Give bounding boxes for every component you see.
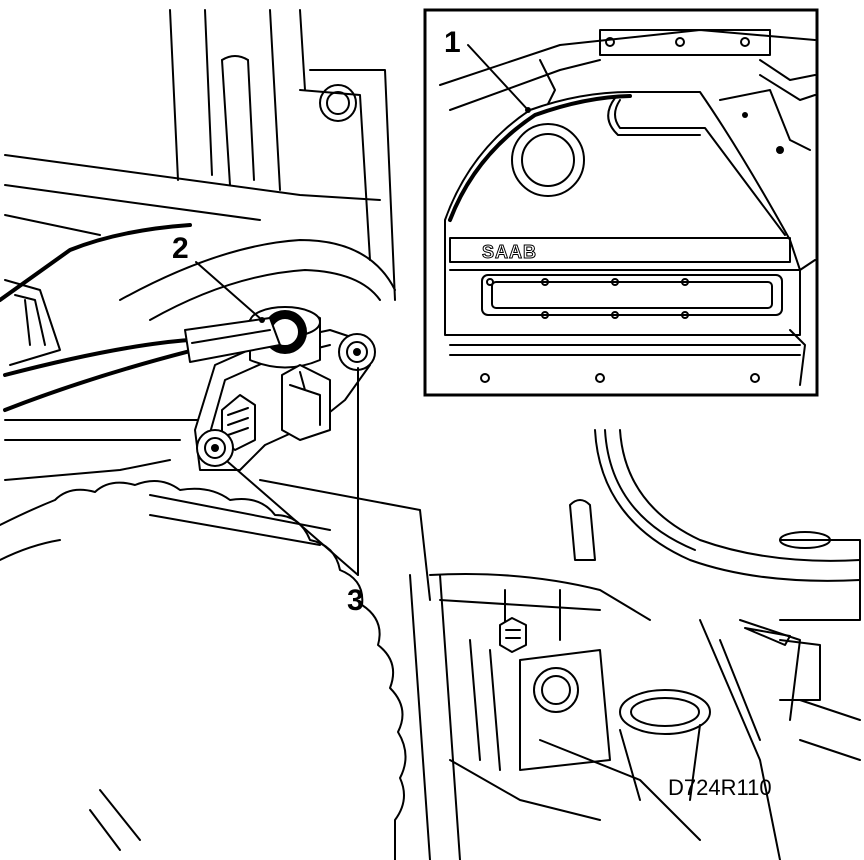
callout-label-2: 2 xyxy=(172,232,189,265)
lower-bolt xyxy=(533,667,579,713)
leader-lines xyxy=(195,44,531,576)
leader-line-2 xyxy=(195,261,263,321)
inset-panel: SAAB xyxy=(423,8,819,397)
round-port xyxy=(619,689,711,735)
leader-line-1 xyxy=(467,44,529,111)
mounting-bolt-left xyxy=(196,429,234,467)
mounting-bolt-right xyxy=(338,333,376,371)
callout-label-1: 1 xyxy=(444,26,461,59)
camshaft-sensor-assembly xyxy=(0,223,376,471)
oil-filler-cap xyxy=(511,123,585,197)
engine-background xyxy=(0,9,861,860)
brand-text: SAAB xyxy=(482,242,537,262)
figure-reference: D724R110 xyxy=(668,775,772,800)
top-bolt xyxy=(319,84,357,122)
lower-nut xyxy=(499,617,527,653)
leader-line-3a xyxy=(227,461,359,576)
callout-label-3: 3 xyxy=(347,584,364,617)
